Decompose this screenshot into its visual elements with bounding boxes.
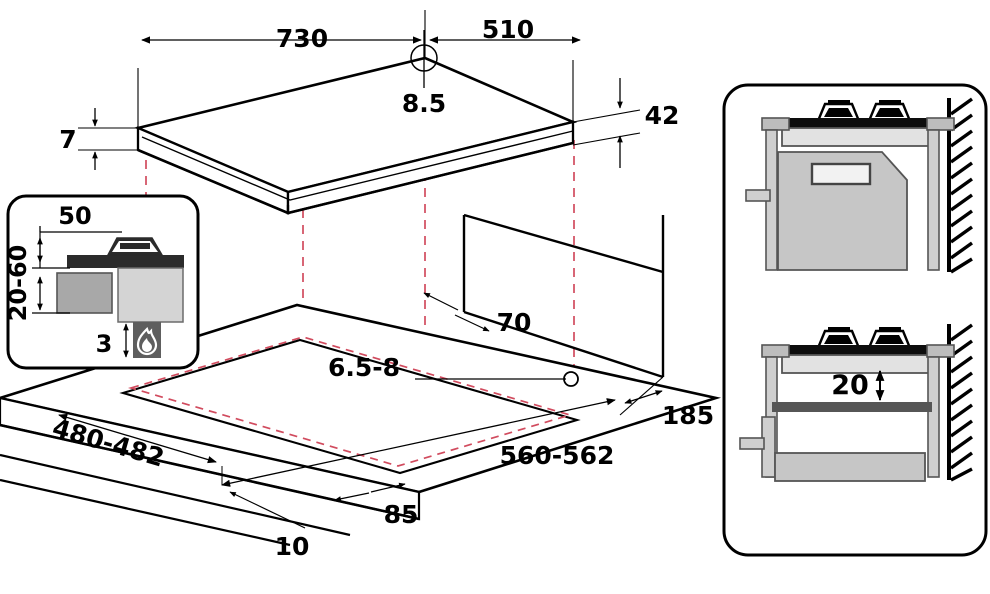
- oven-control-panel: [810, 162, 872, 186]
- right-rail-lower: [927, 356, 940, 478]
- right-rail: [927, 129, 940, 271]
- inset-hob-top: [67, 255, 184, 268]
- dim-85-label: 85: [384, 500, 419, 529]
- dim-10-label: 10: [275, 532, 310, 561]
- right-bracket: [926, 117, 955, 131]
- wall-hatching: [947, 97, 973, 274]
- cabinet-body: [774, 452, 926, 482]
- dim-730: 730: [137, 10, 426, 128]
- hob-above-oven-view: [745, 97, 973, 274]
- worktop: [781, 127, 931, 147]
- worktop-lower-line-2: [0, 478, 291, 547]
- dim-185-label: 185: [662, 401, 714, 430]
- left-bracket: [761, 117, 790, 131]
- dim-42: 42: [572, 78, 680, 168]
- installation-side-views: 20: [722, 83, 988, 557]
- dim-10: 10: [229, 491, 310, 561]
- inset-dim-20-60: 20-60: [4, 232, 70, 321]
- worktop-section-detail: 50 20-60 3: [4, 194, 200, 370]
- dim-510: 510: [429, 15, 581, 122]
- dim-8_5-label: 8.5: [402, 89, 446, 118]
- inset-burner-cap: [120, 243, 150, 249]
- inset-dim-50: 50: [39, 202, 122, 233]
- dim-510-label: 510: [482, 15, 534, 44]
- inset-dim-3: 3: [96, 323, 129, 358]
- burner-grate: [816, 100, 912, 123]
- inset-hob-body: [117, 267, 184, 323]
- dim-70-label: 70: [497, 308, 532, 337]
- hob-top-lower: [772, 345, 937, 355]
- dim-6_5-8-label: 6.5-8: [328, 353, 400, 382]
- dim-185: 185: [619, 376, 714, 430]
- dim-20-label: 20: [831, 370, 869, 401]
- dim-560-562: 560-562: [221, 398, 616, 487]
- shelf: [772, 402, 932, 412]
- right-bracket-lower: [926, 344, 955, 358]
- dim-7: 7: [59, 108, 140, 170]
- oven-body: [777, 151, 908, 271]
- hob-above-shelf-view: 20: [739, 323, 973, 482]
- dim-42-label: 42: [645, 101, 680, 130]
- gas-flame-icon: [136, 326, 158, 356]
- hob-top: [772, 118, 937, 128]
- inset-dim-20-60-label: 20-60: [4, 245, 32, 322]
- dim-85: 85: [334, 482, 419, 529]
- cabinet-walls: [462, 213, 665, 379]
- inset-dim-3-label: 3: [96, 330, 113, 358]
- left-bracket-lower: [761, 344, 790, 358]
- inset-adjacent-unit: [56, 272, 113, 314]
- dim-70: 70: [423, 292, 532, 337]
- inset-dim-50-label: 50: [58, 202, 91, 230]
- dim-730-label: 730: [276, 24, 328, 53]
- hob-edge-chamfer: [141, 130, 574, 201]
- dim-8_5: 8.5: [402, 30, 446, 118]
- connection-stub-lower: [739, 437, 765, 450]
- dim-560-562-label: 560-562: [500, 441, 615, 470]
- connection-stub: [745, 189, 771, 202]
- dim-7-label: 7: [59, 125, 76, 154]
- dim-6_5-8: 6.5-8: [328, 353, 579, 387]
- dim-20: 20: [831, 369, 885, 402]
- hob-unit: [133, 56, 578, 215]
